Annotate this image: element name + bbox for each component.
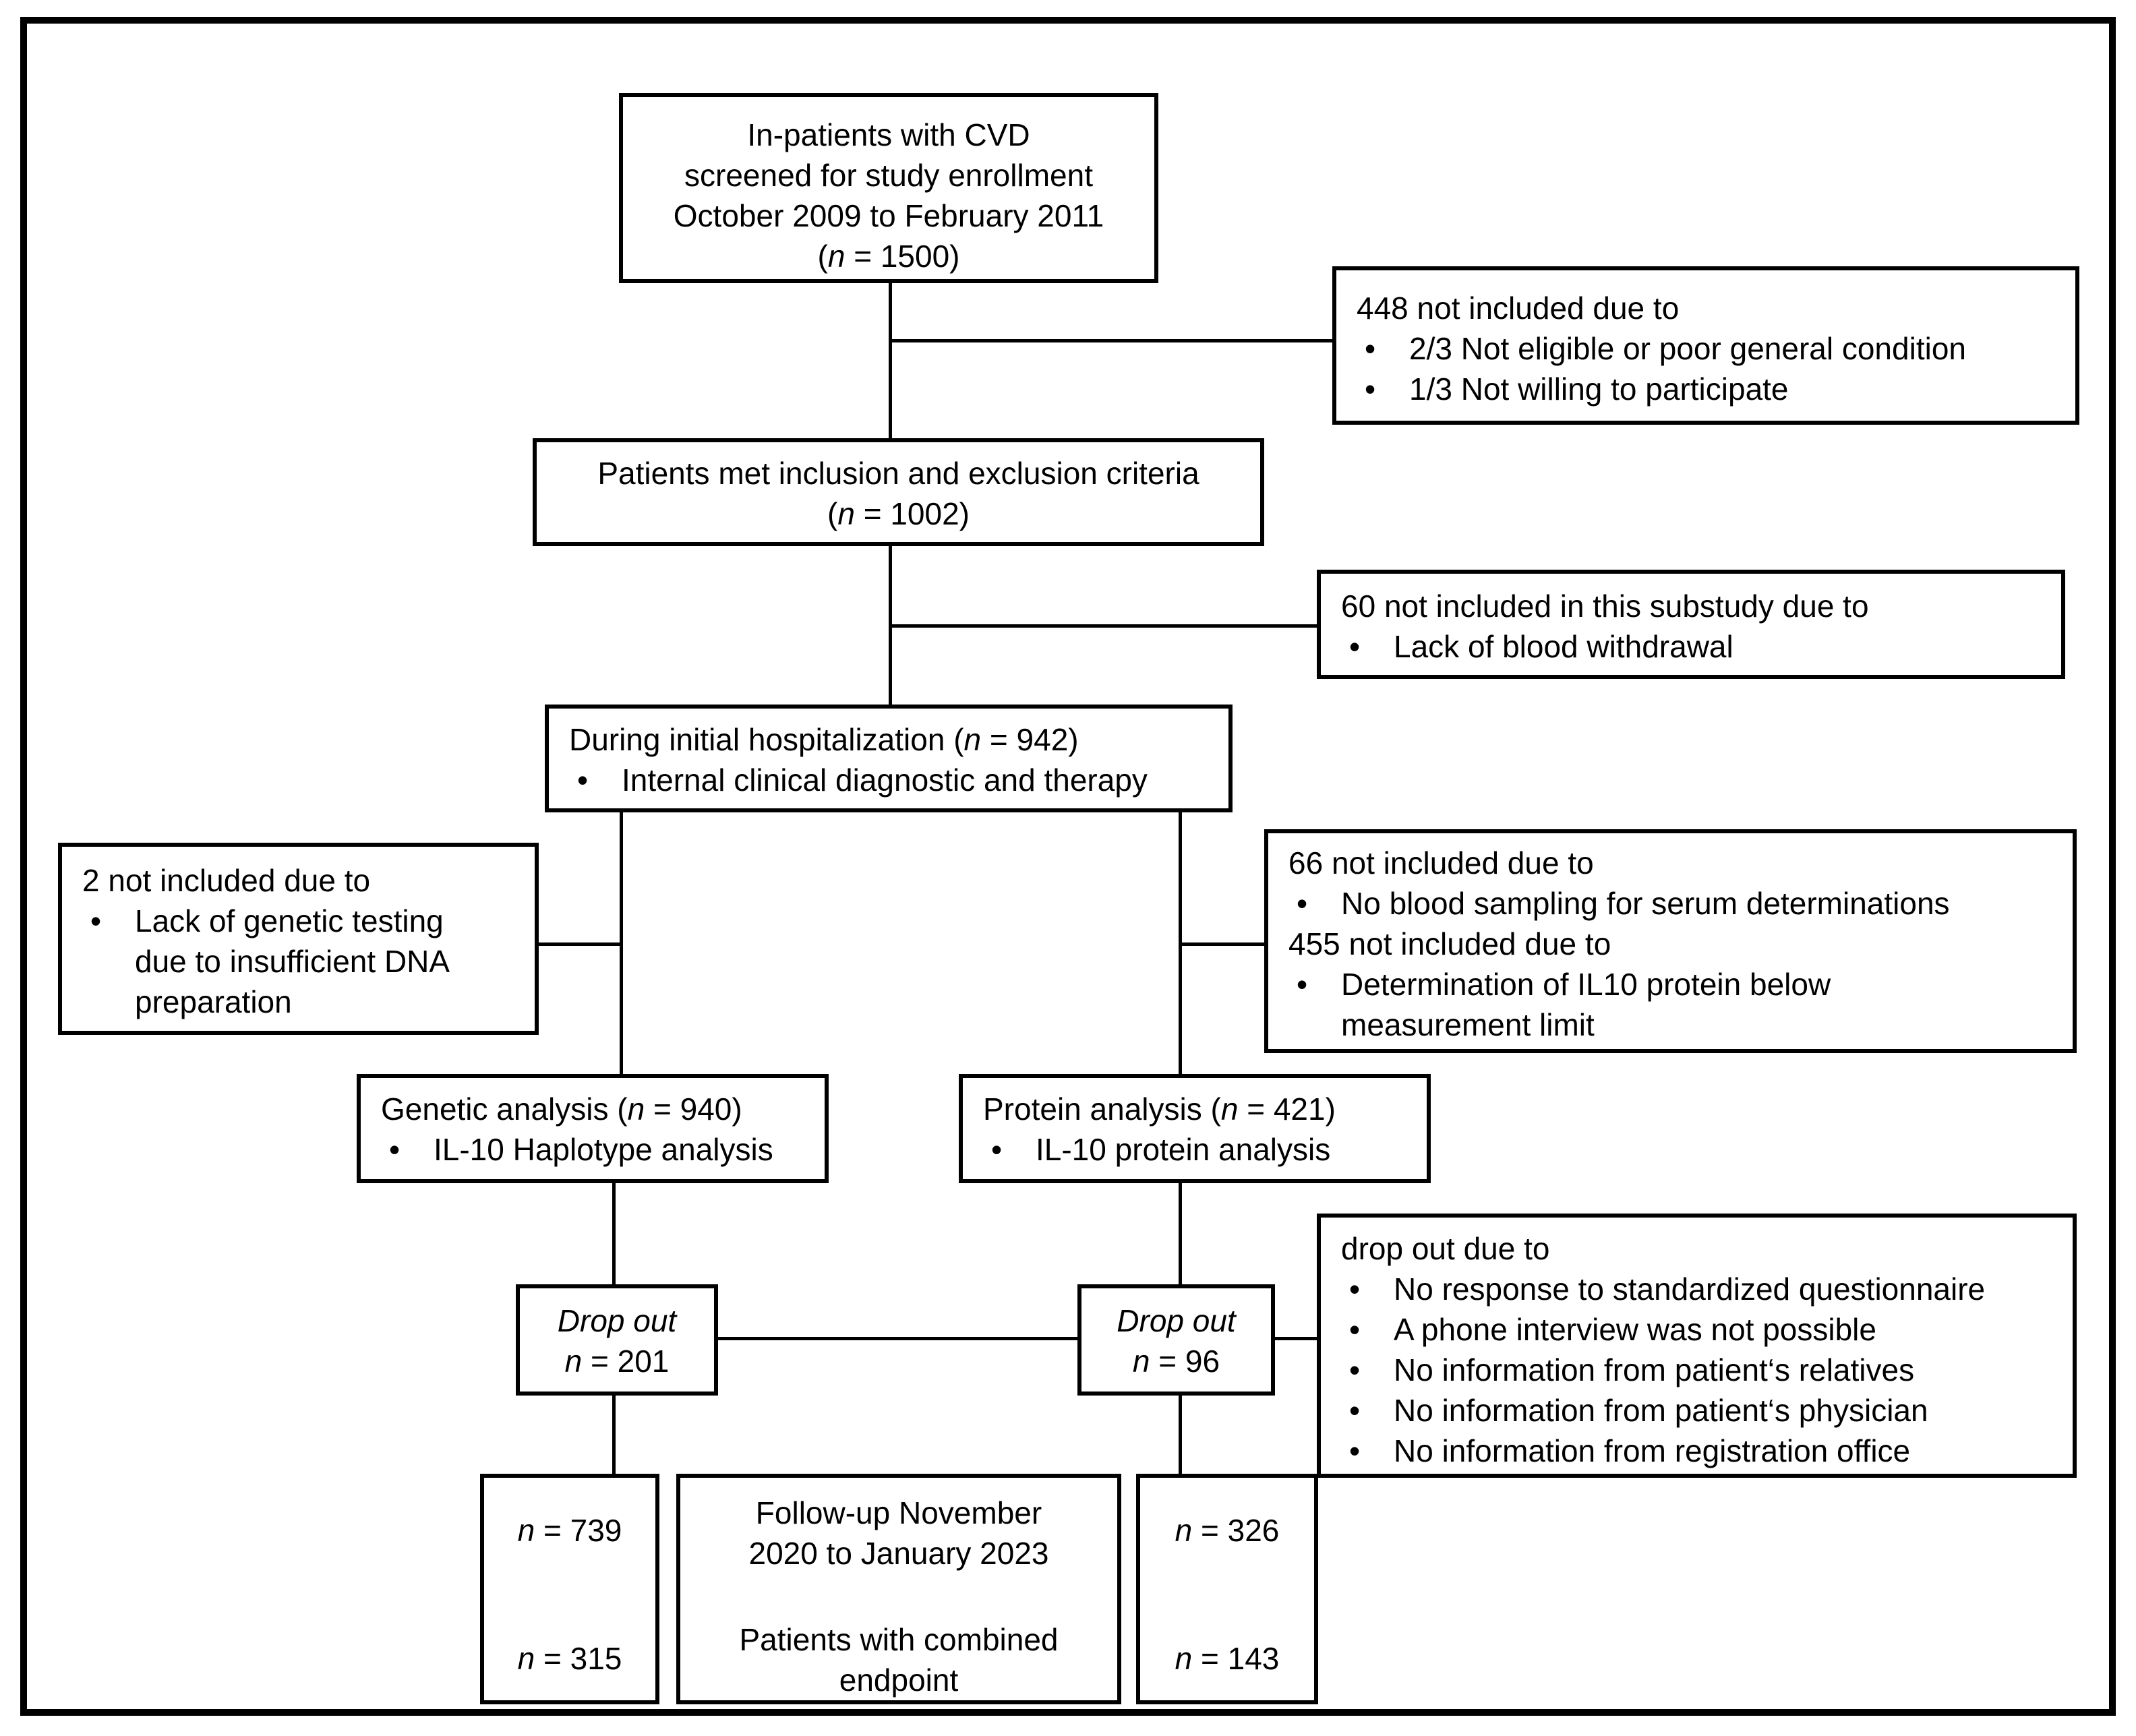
text-line: Patients with combined bbox=[739, 1622, 1059, 1657]
text-line: endpoint bbox=[839, 1663, 959, 1698]
text-line: •Determination of IL10 protein below bbox=[1268, 964, 2073, 1005]
connector-dropout-to-n739 bbox=[612, 1394, 616, 1475]
text-line: Genetic analysis (n = 940) bbox=[381, 1091, 742, 1127]
box-excluded-448: 448 not included due to•2/3 Not eligible… bbox=[1332, 266, 2079, 425]
box-excluded-66-455: 66 not included due to•No blood sampling… bbox=[1264, 829, 2077, 1053]
text-line: preparation bbox=[135, 984, 292, 1019]
text-line: •2/3 Not eligible or poor general condit… bbox=[1336, 328, 2075, 369]
text-line: 2020 to January 2023 bbox=[748, 1536, 1049, 1571]
text-line: •IL-10 Haplotype analysis bbox=[361, 1129, 825, 1170]
text-line: Drop out bbox=[557, 1303, 677, 1338]
figure-border bbox=[20, 17, 2116, 1716]
bullet-icon: • bbox=[991, 1132, 1003, 1167]
text-line: •No blood sampling for serum determinati… bbox=[1268, 883, 2073, 924]
text-line: 455 not included due to bbox=[1288, 926, 1611, 961]
connector-branch-excl2 bbox=[537, 942, 621, 946]
connector-branch-excl66 bbox=[1181, 942, 1266, 946]
text-line: (n = 1002) bbox=[827, 496, 970, 531]
box-protein-analysis: Protein analysis (n = 421)•IL-10 protein… bbox=[959, 1074, 1431, 1183]
box-dropout-protein: Drop out n = 96 bbox=[1077, 1284, 1275, 1396]
bullet-icon: • bbox=[1365, 331, 1376, 366]
text-line: n = 143 bbox=[1175, 1641, 1280, 1676]
connector-screened-to-inclusion bbox=[889, 282, 892, 440]
bullet-icon: • bbox=[1297, 967, 1308, 1002]
text-line: •No information from registration office bbox=[1321, 1431, 2073, 1471]
text-line: Protein analysis (n = 421) bbox=[983, 1091, 1336, 1127]
bullet-icon: • bbox=[1349, 1352, 1361, 1387]
text-line: n = 201 bbox=[564, 1344, 670, 1379]
text-line: October 2009 to February 2011 bbox=[673, 198, 1104, 233]
bullet-icon: • bbox=[1365, 371, 1376, 407]
connector-dropout-to-reasons bbox=[1274, 1337, 1318, 1340]
text-line: screened for study enrollment bbox=[684, 158, 1093, 193]
box-dropout-genetic: Drop out n = 201 bbox=[516, 1284, 718, 1396]
text-line: •No response to standardized questionnai… bbox=[1321, 1269, 2073, 1309]
bullet-icon: • bbox=[1349, 1433, 1361, 1468]
text-line: Follow-up November bbox=[755, 1495, 1042, 1530]
bullet-icon: • bbox=[389, 1132, 400, 1167]
box-excluded-2: 2 not included due to•Lack of genetic te… bbox=[58, 843, 539, 1035]
text-line: due to insufficient DNA bbox=[135, 944, 450, 979]
connector-genetic-to-dropout bbox=[612, 1182, 616, 1286]
text-line: 448 not included due to bbox=[1357, 291, 1680, 326]
box-inclusion-criteria: Patients met inclusion and exclusion cri… bbox=[533, 438, 1264, 546]
connector-branch-excl448 bbox=[889, 339, 1334, 342]
text-line: Drop out bbox=[1117, 1303, 1236, 1338]
text-line: n = 96 bbox=[1132, 1344, 1220, 1379]
connector-hospitalization-to-genetic bbox=[620, 811, 623, 1075]
connector-dropout-to-n326 bbox=[1179, 1394, 1182, 1475]
text-line: 60 not included in this substudy due to bbox=[1341, 589, 1869, 624]
connector-branch-excl60 bbox=[889, 624, 1318, 628]
bullet-icon: • bbox=[1297, 886, 1308, 921]
box-screened-enrollment: In-patients with CVD screened for study e… bbox=[619, 93, 1158, 283]
box-dropout-reasons: drop out due to•No response to standardi… bbox=[1317, 1214, 2077, 1478]
text-line: (n = 1500) bbox=[817, 239, 960, 274]
text-line: •No information from patient‘s physician bbox=[1321, 1390, 2073, 1431]
text-line: 66 not included due to bbox=[1288, 845, 1594, 880]
text-line: n = 739 bbox=[517, 1513, 622, 1548]
connector-hospitalization-to-protein bbox=[1179, 811, 1182, 1075]
bullet-icon: • bbox=[1349, 1393, 1361, 1428]
text-line: drop out due to bbox=[1341, 1231, 1550, 1266]
text-line: •No information from patient‘s relatives bbox=[1321, 1350, 2073, 1390]
connector-protein-to-dropout bbox=[1179, 1182, 1182, 1286]
text-line: In-patients with CVD bbox=[747, 117, 1030, 152]
bullet-icon: • bbox=[577, 762, 589, 798]
text-line: •A phone interview was not possible bbox=[1321, 1309, 2073, 1350]
text-line: •Lack of genetic testing bbox=[62, 901, 535, 941]
text-line: measurement limit bbox=[1341, 1007, 1595, 1042]
bullet-icon: • bbox=[1349, 1312, 1361, 1347]
connector-dropout-left-right bbox=[717, 1337, 1079, 1340]
text-line: 2 not included due to bbox=[82, 863, 371, 898]
bullet-icon: • bbox=[1349, 629, 1361, 664]
text-line: n = 315 bbox=[517, 1641, 622, 1676]
text-line: n = 326 bbox=[1175, 1513, 1280, 1548]
box-initial-hospitalization: During initial hospitalization (n = 942)… bbox=[545, 705, 1233, 812]
text-line: •1/3 Not willing to participate bbox=[1336, 369, 2075, 409]
text-line: •Lack of blood withdrawal bbox=[1321, 626, 2061, 667]
box-excluded-60: 60 not included in this substudy due to•… bbox=[1317, 570, 2065, 679]
bullet-icon: • bbox=[1349, 1271, 1361, 1307]
text-line: •IL-10 protein analysis bbox=[963, 1129, 1427, 1170]
bullet-icon: • bbox=[90, 903, 102, 938]
box-protein-followup-counts: n = 326 n = 143 bbox=[1136, 1474, 1318, 1704]
text-line: •Internal clinical diagnostic and therap… bbox=[549, 760, 1228, 800]
box-genetic-analysis: Genetic analysis (n = 940)•IL-10 Haploty… bbox=[357, 1074, 829, 1183]
box-genetic-followup-counts: n = 739 n = 315 bbox=[480, 1474, 659, 1704]
text-line: During initial hospitalization (n = 942) bbox=[569, 722, 1079, 757]
text-line: Patients met inclusion and exclusion cri… bbox=[597, 456, 1199, 491]
